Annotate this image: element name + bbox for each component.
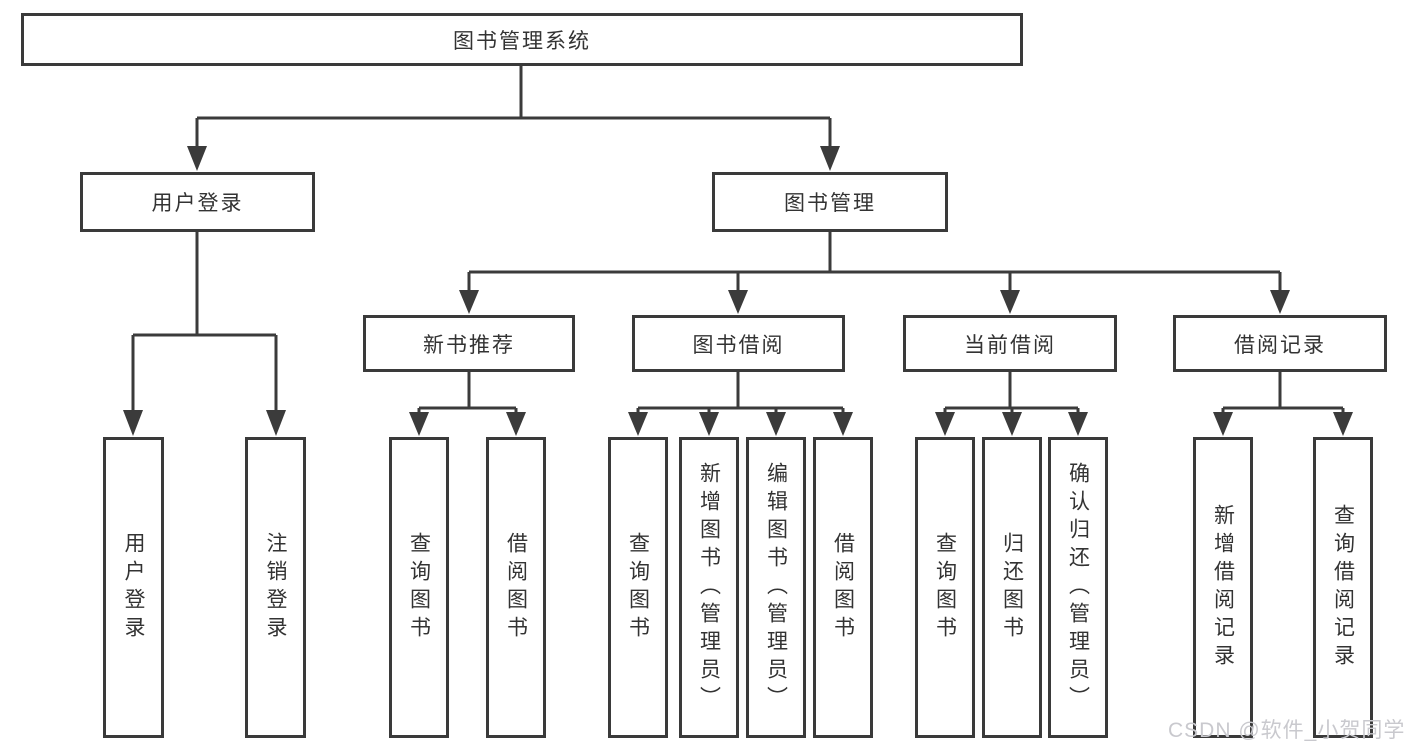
node-label: 查询图书 [933, 531, 957, 644]
node-label: 图书管理 [784, 192, 876, 215]
leaf-confirm-return-admin: 确认归还（管理员） [1048, 437, 1108, 738]
node-label: 确认归还（管理员） [1066, 461, 1090, 714]
csdn-watermark: CSDN @软件_小贺同学 [1168, 719, 1405, 742]
node-label: 查询图书 [626, 531, 650, 644]
node-label: 归还图书 [1000, 531, 1024, 644]
leaf-add-borrow-record: 新增借阅记录 [1193, 437, 1253, 738]
leaf-query-books-3: 查询图书 [915, 437, 975, 738]
node-label: 用户登录 [122, 531, 145, 644]
node-book-management: 图书管理 [712, 172, 948, 232]
node-label: 新书推荐 [423, 333, 515, 357]
node-label: 借阅图书 [831, 531, 855, 644]
leaf-query-books-1: 查询图书 [389, 437, 449, 738]
node-label: 查询借阅记录 [1331, 503, 1355, 672]
node-label: 当前借阅 [964, 333, 1056, 357]
leaf-edit-books-admin: 编辑图书（管理员） [746, 437, 806, 738]
node-label: 编辑图书（管理员） [764, 461, 788, 714]
node-current-borrowing: 当前借阅 [903, 315, 1117, 372]
node-user-login: 用户登录 [80, 172, 315, 232]
leaf-return-books: 归还图书 [982, 437, 1042, 738]
node-label: 注销登录 [264, 531, 287, 644]
node-label: 用户登录 [151, 192, 244, 215]
node-library-management-system: 图书管理系统 [21, 13, 1023, 66]
node-label: 借阅记录 [1234, 333, 1326, 357]
leaf-query-books-2: 查询图书 [608, 437, 668, 738]
node-label: 图书管理系统 [453, 29, 591, 53]
node-label: 新增图书（管理员） [697, 461, 721, 714]
node-label: 查询图书 [407, 531, 431, 644]
leaf-user-login: 用户登录 [103, 437, 164, 738]
node-new-book-recommend: 新书推荐 [363, 315, 575, 372]
leaf-borrow-books-1: 借阅图书 [486, 437, 546, 738]
leaf-borrow-books-2: 借阅图书 [813, 437, 873, 738]
node-label: 新增借阅记录 [1211, 503, 1235, 672]
node-label: 图书借阅 [692, 333, 785, 357]
leaf-add-books-admin: 新增图书（管理员） [679, 437, 739, 738]
node-borrowing-records: 借阅记录 [1173, 315, 1387, 372]
node-label: 借阅图书 [504, 531, 528, 644]
leaf-logout: 注销登录 [245, 437, 306, 738]
node-book-borrowing: 图书借阅 [632, 315, 845, 372]
leaf-query-borrow-record: 查询借阅记录 [1313, 437, 1373, 738]
